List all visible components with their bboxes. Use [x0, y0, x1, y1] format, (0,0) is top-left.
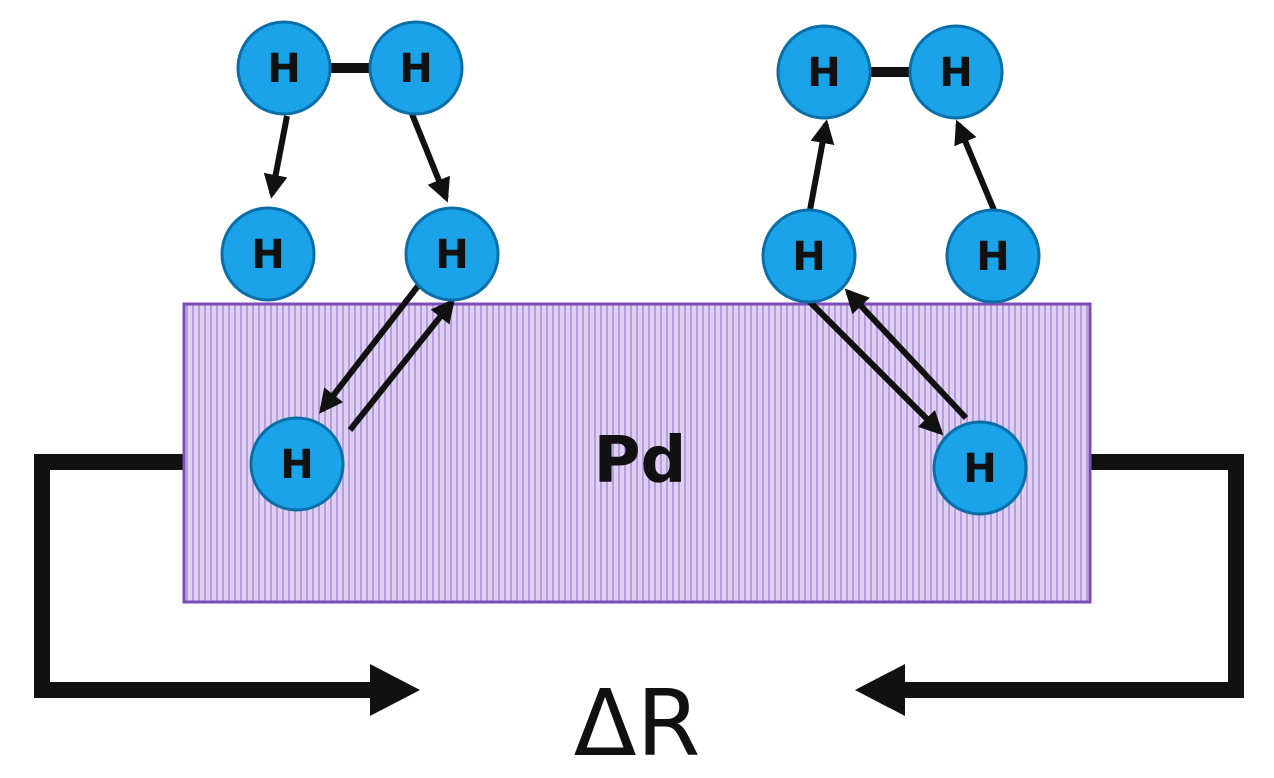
h-atom-symbol: H: [399, 46, 432, 92]
circuit-arrowhead-right: [370, 664, 420, 716]
h-atom-adsorbed-right-b: H: [945, 208, 1041, 304]
h-atom-circle: [236, 20, 332, 116]
arrow-dissociation-1: [263, 115, 290, 199]
h-atom-h2-right-b: H: [908, 24, 1004, 120]
h-atom-circle: [404, 206, 500, 302]
metal-label: Pd: [594, 424, 687, 498]
arrow-absorb-right: [805, 297, 944, 436]
h-atom-absorbed-left: H: [249, 416, 345, 512]
h-atom-symbol: H: [280, 442, 313, 488]
h-atom-circle: [908, 24, 1004, 120]
h-atom-absorbed-right: H: [932, 420, 1028, 516]
h-atom-adsorbed-left-b: H: [404, 206, 500, 302]
h-atom-symbol: H: [792, 234, 825, 280]
h-atom-circle: [368, 20, 464, 116]
circuit-wire-left: [34, 454, 385, 698]
h-atom-symbol: H: [435, 232, 468, 278]
h-atom-circle: [249, 416, 345, 512]
h-atom-symbol: H: [267, 46, 300, 92]
h-atom-symbol: H: [939, 50, 972, 96]
arrow-dissociation-2: [409, 112, 450, 203]
h-atom-symbol: H: [963, 446, 996, 492]
arrow-desorb-left: [347, 298, 455, 432]
h-atom-h2-left-a: H: [236, 20, 332, 116]
arrow-desorb-right: [844, 288, 969, 421]
h-atom-adsorbed-right-a: H: [761, 208, 857, 304]
h-atom-circle: [220, 206, 316, 302]
arrow-recombination-1: [807, 119, 835, 211]
circuit-wire-right: [890, 454, 1244, 698]
h-atom-h2-right-a: H: [776, 24, 872, 120]
h-atom-symbol: H: [976, 234, 1009, 280]
h-atom-circle: [761, 208, 857, 304]
circuit-arrowhead-left: [855, 664, 905, 716]
arrow-absorb-left: [319, 284, 421, 414]
h-atom-adsorbed-left-a: H: [220, 206, 316, 302]
h-atom-symbol: H: [807, 50, 840, 96]
h-atom-symbol: H: [251, 232, 284, 278]
h-atom-h2-left-b: H: [368, 20, 464, 116]
arrow-recombination-2: [954, 119, 997, 212]
resistance-change-label: ΔR: [574, 670, 701, 777]
h-atom-circle: [932, 420, 1028, 516]
h-atom-circle: [945, 208, 1041, 304]
h-atom-circle: [776, 24, 872, 120]
